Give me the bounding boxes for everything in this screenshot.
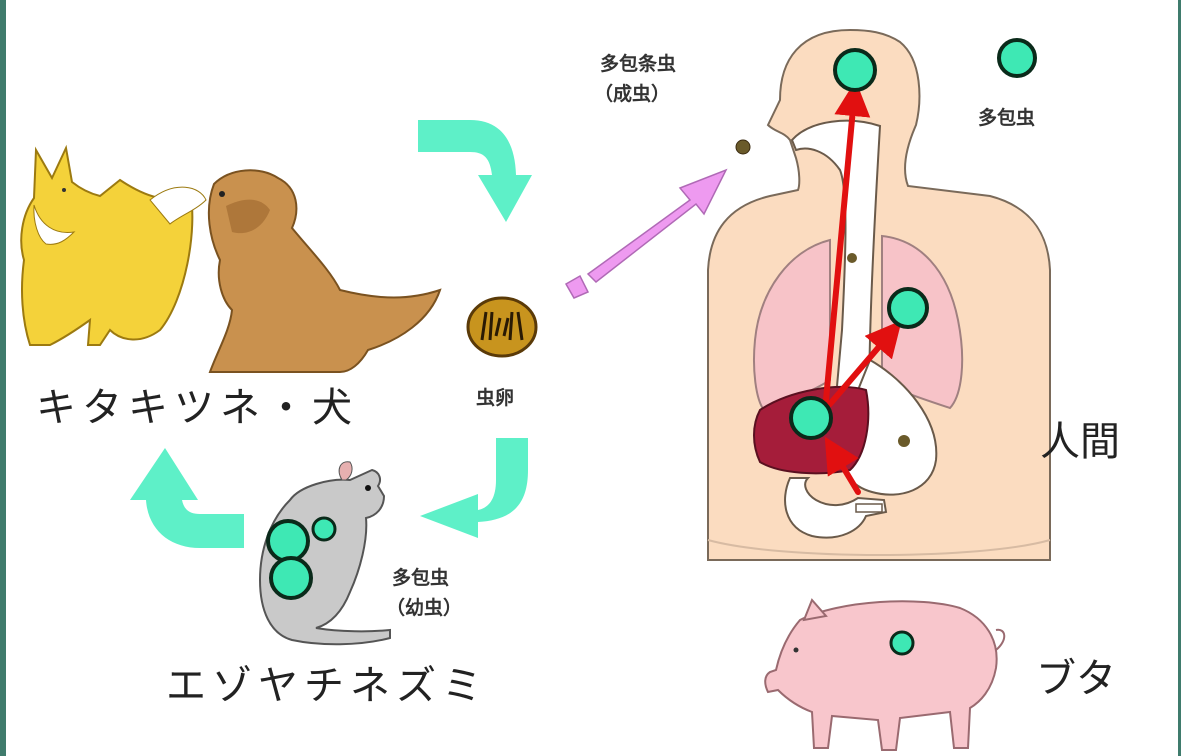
cyst-icon [889, 289, 927, 327]
label-larva-line2: （幼虫） [386, 596, 462, 619]
infection-arrow [566, 170, 726, 298]
label-cyst-legend: 多包虫 [978, 106, 1035, 129]
egg-dot [736, 140, 750, 154]
egg-dot [898, 435, 910, 447]
cycle-arrow-left [130, 448, 244, 548]
egg-icon [468, 298, 536, 356]
cyst-icon [791, 398, 831, 438]
label-egg: 虫卵 [476, 386, 514, 409]
cyst-icon [891, 632, 913, 654]
cyst-icon [268, 521, 308, 561]
fox-icon [21, 148, 206, 345]
egg-dot [847, 253, 857, 263]
cycle-arrow-top [418, 120, 532, 222]
label-human: 人間 [1040, 419, 1120, 465]
label-vole: エゾヤチネズミ [166, 663, 488, 709]
cyst-icon [835, 50, 875, 90]
label-pig: ブタ [1036, 656, 1116, 702]
label-fox-dog: キタキツネ・犬 [36, 385, 358, 431]
label-adult-line1: 多包条虫 [600, 52, 676, 75]
cycle-arrow-right [420, 438, 528, 538]
pig-icon [765, 600, 1004, 750]
cyst-legend-icon [999, 40, 1035, 76]
cyst-icon [313, 518, 335, 540]
dog-icon [209, 170, 440, 372]
cyst-icon [271, 558, 311, 598]
label-adult-line2: （成虫） [594, 82, 670, 105]
label-larva-line1: 多包虫 [392, 566, 449, 589]
